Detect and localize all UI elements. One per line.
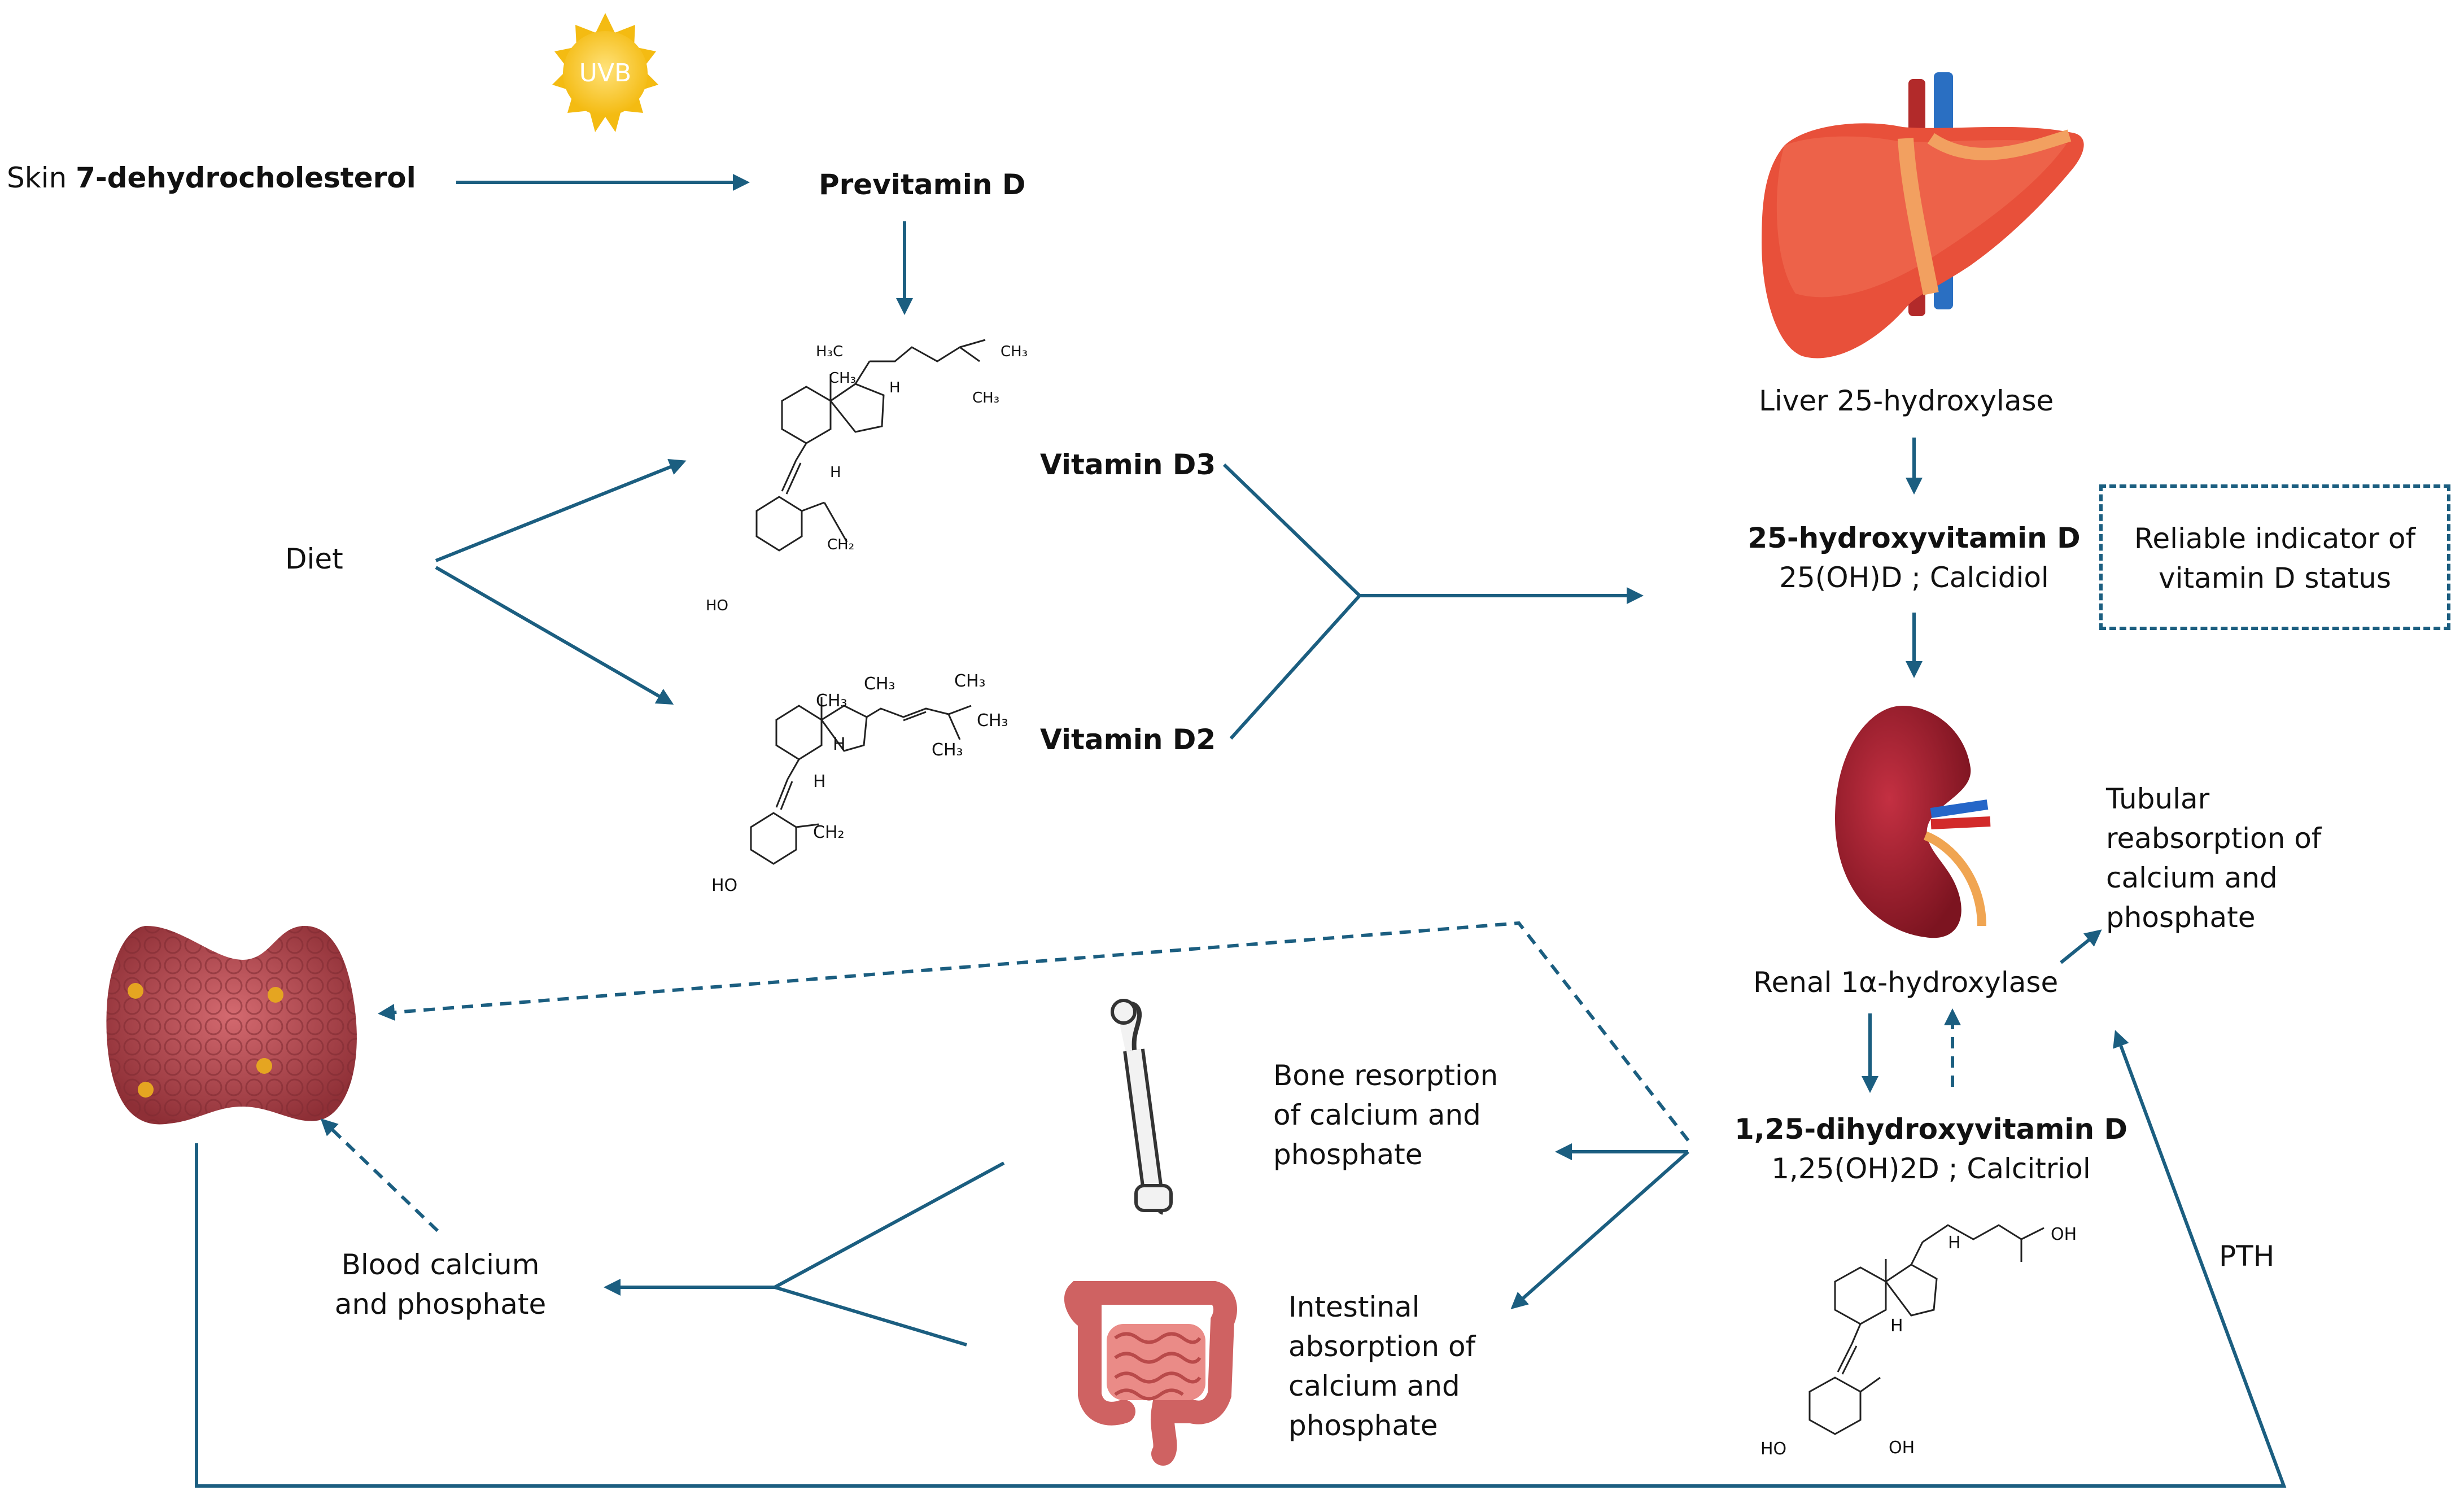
calcitriol-structure [1808, 1224, 2044, 1435]
d3-h-lower-label: H [830, 464, 841, 481]
arrow-renal-to-tubular [2060, 929, 2102, 964]
d3-ho-label: HO [706, 597, 729, 614]
uvb-label: UVB [579, 59, 632, 88]
d3-ch3-ring-label: CH₃ [829, 370, 857, 387]
d125-oh-tail-label: OH [2051, 1225, 2077, 1244]
d2-ch3-end-label: CH₃ [977, 711, 1008, 731]
merge-bone-intestine [770, 1161, 1005, 1347]
intestinal-absorption-label: Intestinal absorption of calcium and pho… [1288, 1291, 1476, 1442]
arrow-calcitriol-feedback-thyroid [378, 921, 1690, 1142]
renal-hydroxylase-label: Renal 1α-hydroxylase [1753, 966, 2059, 999]
calcidiol-abbr: 25(OH)D ; Calcidiol [1779, 561, 2049, 594]
d3-h-upper-label: H [889, 379, 901, 396]
liver-hydroxylase-label: Liver 25-hydroxylase [1759, 384, 2054, 417]
d3-h3c-label: H₃C [816, 343, 844, 360]
previtamin-d-label: Previtamin D [819, 168, 1026, 201]
vitamin-d3-structure [755, 339, 986, 552]
tubular-reabsorption-label: Tubular reabsorption of calcium and phos… [2106, 783, 2322, 934]
d125-h-upper-label: H [1948, 1233, 1961, 1253]
d2-ch2-label: CH₂ [813, 823, 845, 842]
blood-calcium-label: Blood calcium and phosphate [334, 1248, 547, 1321]
arrow-diet-to-d3 [435, 458, 687, 562]
calcitriol-name: 1,25-dihydroxyvitamin D [1735, 1113, 2127, 1146]
intestine-icon [1064, 1281, 1237, 1466]
d3-ch2-label: CH₂ [827, 536, 855, 553]
skin-prefix: Skin [7, 161, 76, 194]
skin-label: Skin 7-dehydrocholesterol [7, 158, 416, 198]
d3-ch3-branch-label: CH₃ [972, 390, 1000, 406]
vitamin-d3-label: Vitamin D3 [1040, 448, 1216, 481]
d125-ho-label: HO [1760, 1439, 1787, 1459]
arrow-calcitriol-to-intestine [1510, 1150, 1689, 1309]
d2-h-upper-label: H [833, 735, 846, 754]
solid-arrows [195, 174, 2287, 1488]
diet-label: Diet [285, 543, 343, 575]
merge-d3-d2 [1222, 463, 1362, 740]
arrow-diet-to-d2 [435, 566, 674, 705]
calcitriol-abbr: 1,25(OH)2D ; Calcitriol [1771, 1152, 2091, 1185]
pth-label: PTH [2219, 1240, 2275, 1273]
d125-oh-ring-label: OH [1889, 1438, 1915, 1458]
d2-ho-label: HO [711, 876, 738, 895]
d2-ch3-lower-label: CH₃ [932, 740, 963, 760]
skin-compound: 7-dehydrocholesterol [76, 161, 416, 194]
arrow-blood-to-thyroid [320, 1118, 439, 1232]
arrow-thyroid-pth-loop [195, 1030, 2287, 1488]
d125-h-lower-label: H [1890, 1316, 1903, 1336]
bone-resorption-label: Bone resorption of calcium and phosphate [1273, 1059, 1499, 1171]
dashed-arrows [320, 921, 1961, 1232]
d2-ch3-ring-label: CH₃ [816, 691, 847, 711]
vitamin-d2-label: Vitamin D2 [1040, 723, 1216, 756]
sun-icon [552, 13, 658, 132]
liver-icon [1762, 72, 2084, 359]
thyroid-parathyroid-icon [106, 926, 357, 1125]
indicator-box: Reliable indicator of vitamin D status [2099, 484, 2450, 630]
kidney-icon [1835, 706, 1991, 938]
vitamin-d2-structure [750, 697, 972, 865]
d2-ch3-top-label: CH₃ [954, 671, 986, 691]
d2-ch3-side-label: CH₃ [864, 674, 895, 694]
femur-bone-icon [1111, 999, 1173, 1215]
d3-ch3-tail-label: CH₃ [1001, 343, 1028, 360]
indicator-text: Reliable indicator of vitamin D status [2134, 522, 2416, 595]
calcitriol-block: 1,25-dihydroxyvitamin D 1,25(OH)2D ; Cal… [1728, 1109, 2134, 1188]
calcidiol-name: 25-hydroxyvitamin D [1747, 522, 2081, 554]
d2-h-lower-label: H [813, 772, 826, 792]
calcidiol-block: 25-hydroxyvitamin D 25(OH)D ; Calcidiol [1733, 518, 2095, 597]
